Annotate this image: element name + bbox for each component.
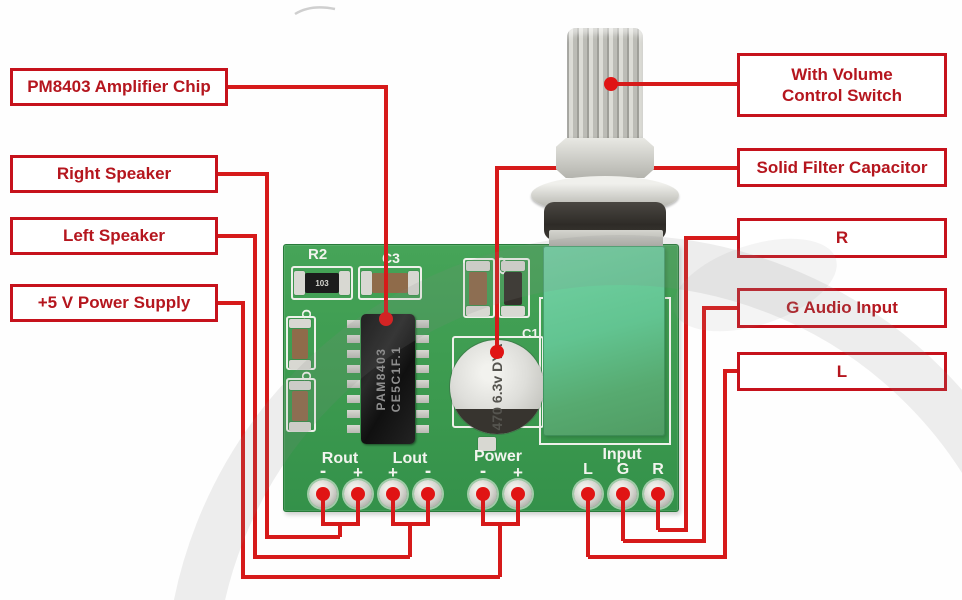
chip-marking-line2: CE5C1F.1 (388, 345, 403, 413)
callout-label: G Audio Input (786, 298, 898, 318)
diode-body (504, 272, 522, 305)
cap-c5-body (292, 391, 308, 421)
resistor-r2-body: 103 (305, 273, 339, 293)
resistor-r2-pad (339, 271, 350, 295)
pin-input-l (574, 480, 602, 508)
watermark-squiggle (294, 6, 336, 16)
callout-label: Left Speaker (62, 226, 166, 246)
callout-power-supply: +5 V Power Supply (10, 284, 218, 322)
resistor-marking: 103 (315, 278, 329, 288)
capacitor-marking-code: DYA (489, 343, 505, 372)
cap-c2-pad (466, 261, 490, 271)
capacitor-marking-voltage: 6.3v (489, 375, 505, 404)
resistor-r2-pad (294, 271, 305, 295)
pin-rout-neg (309, 480, 337, 508)
volume-knob-shaft (567, 28, 643, 144)
pin-lout-neg (414, 480, 442, 508)
pin-rout-pos (344, 480, 372, 508)
callout-right-speaker: Right Speaker (10, 155, 218, 193)
pin-input-g (609, 480, 637, 508)
capacitor-marking: 470 6.3v DYA (470, 322, 524, 452)
callout-label: +5 V Power Supply (37, 293, 191, 313)
chip-marking: PAM8403 CE5C1F.1 (361, 314, 415, 444)
callout-l-input: L (737, 352, 947, 391)
cap-c4-body (292, 329, 308, 359)
cap-c3-pad (408, 271, 419, 295)
pin-input-r (644, 480, 672, 508)
cap-c2-body (469, 272, 487, 305)
silkscreen-input-g: G (616, 461, 630, 478)
callout-r-input: R (737, 218, 947, 258)
silkscreen-r2-label: R2 (308, 246, 328, 263)
cap-c4-pad (289, 319, 311, 328)
callout-label: Right Speaker (56, 164, 172, 184)
silkscreen-input-l: L (583, 461, 593, 478)
diode-pad (501, 306, 525, 316)
callout-label: Solid Filter Capacitor (756, 157, 928, 177)
potentiometer-body (543, 246, 665, 436)
potentiometer-nut (556, 138, 654, 178)
pin-lout-pos (379, 480, 407, 508)
callout-left-speaker: Left Speaker (10, 217, 218, 255)
chip-pins-right (416, 320, 429, 440)
pin-power-pos (504, 480, 532, 508)
callout-pm8403-chip: PM8403 Amplifier Chip (10, 68, 228, 106)
chip-pins-left (347, 320, 360, 440)
callout-label: PM8403 Amplifier Chip (27, 77, 211, 97)
pin-power-neg (469, 480, 497, 508)
callout-filter-capacitor: Solid Filter Capacitor (737, 148, 947, 187)
chip-marking-line1: PAM8403 (373, 347, 388, 411)
cap-c5-pad (289, 422, 311, 431)
callout-label: L (836, 361, 848, 381)
cap-c4-pad (289, 360, 311, 369)
capacitor-marking-value: 470 (489, 407, 505, 431)
silkscreen-c3-label: C3 (382, 250, 400, 266)
diode-pad (501, 261, 525, 271)
cap-c3-body (372, 273, 408, 293)
silkscreen-input-r: R (652, 461, 664, 478)
cap-c3-pad (361, 271, 372, 295)
cap-c5-pad (289, 381, 311, 390)
callout-label: R (835, 228, 849, 248)
callout-label: With Volume Control Switch (782, 64, 902, 105)
cap-c2-pad (466, 306, 490, 316)
callout-volume-switch: With Volume Control Switch (737, 53, 947, 117)
callout-g-audio-input: G Audio Input (737, 288, 947, 328)
